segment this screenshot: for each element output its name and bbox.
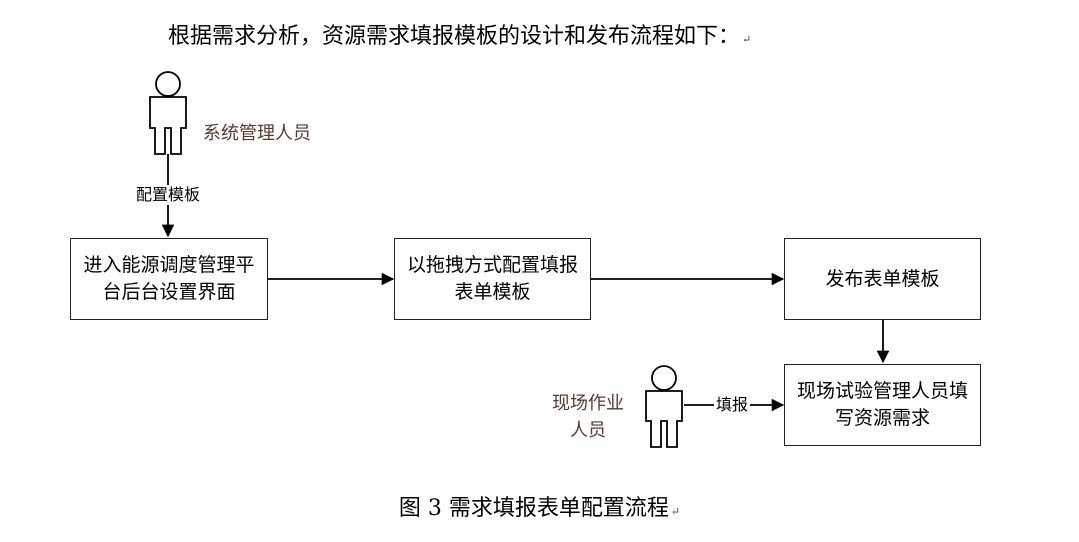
caption-paragraph-mark: ↵ xyxy=(670,505,681,518)
node-publish-template: 发布表单模板 xyxy=(784,238,981,320)
node-fill-requirements-text: 现场试验管理人员填写资源需求 xyxy=(796,380,968,429)
field-worker-actor-icon xyxy=(645,365,683,448)
edge-label-configure-template: 配置模板 xyxy=(134,185,203,205)
node-enter-backend: 进入能源调度管理平台后台设置界面 xyxy=(70,238,268,320)
intro-paragraph: 根据需求分析，资源需求填报模板的设计和发布流程如下：↵ xyxy=(168,18,751,50)
node-enter-backend-text: 进入能源调度管理平台后台设置界面 xyxy=(83,254,255,303)
field-worker-label: 现场作业 人员 xyxy=(544,390,632,444)
edge-label-fill-in: 填报 xyxy=(714,395,751,415)
node-drag-configure-text: 以拖拽方式配置填报表单模板 xyxy=(406,254,578,303)
node-fill-requirements: 现场试验管理人员填写资源需求 xyxy=(784,364,981,446)
figure-caption: 图 3 需求填报表单配置流程↵ xyxy=(0,490,1079,522)
caption-text: 图 3 需求填报表单配置流程 xyxy=(398,496,669,521)
node-publish-template-text: 发布表单模板 xyxy=(825,267,940,290)
field-worker-label-line1: 现场作业 xyxy=(552,393,624,414)
system-admin-label: 系统管理人员 xyxy=(203,123,311,144)
system-admin-actor-icon xyxy=(149,71,187,155)
field-worker-label-line2: 人员 xyxy=(570,420,606,441)
paragraph-mark: ↵ xyxy=(742,33,752,46)
intro-text: 根据需求分析，资源需求填报模板的设计和发布流程如下： xyxy=(168,24,741,49)
node-drag-configure: 以拖拽方式配置填报表单模板 xyxy=(394,238,591,320)
